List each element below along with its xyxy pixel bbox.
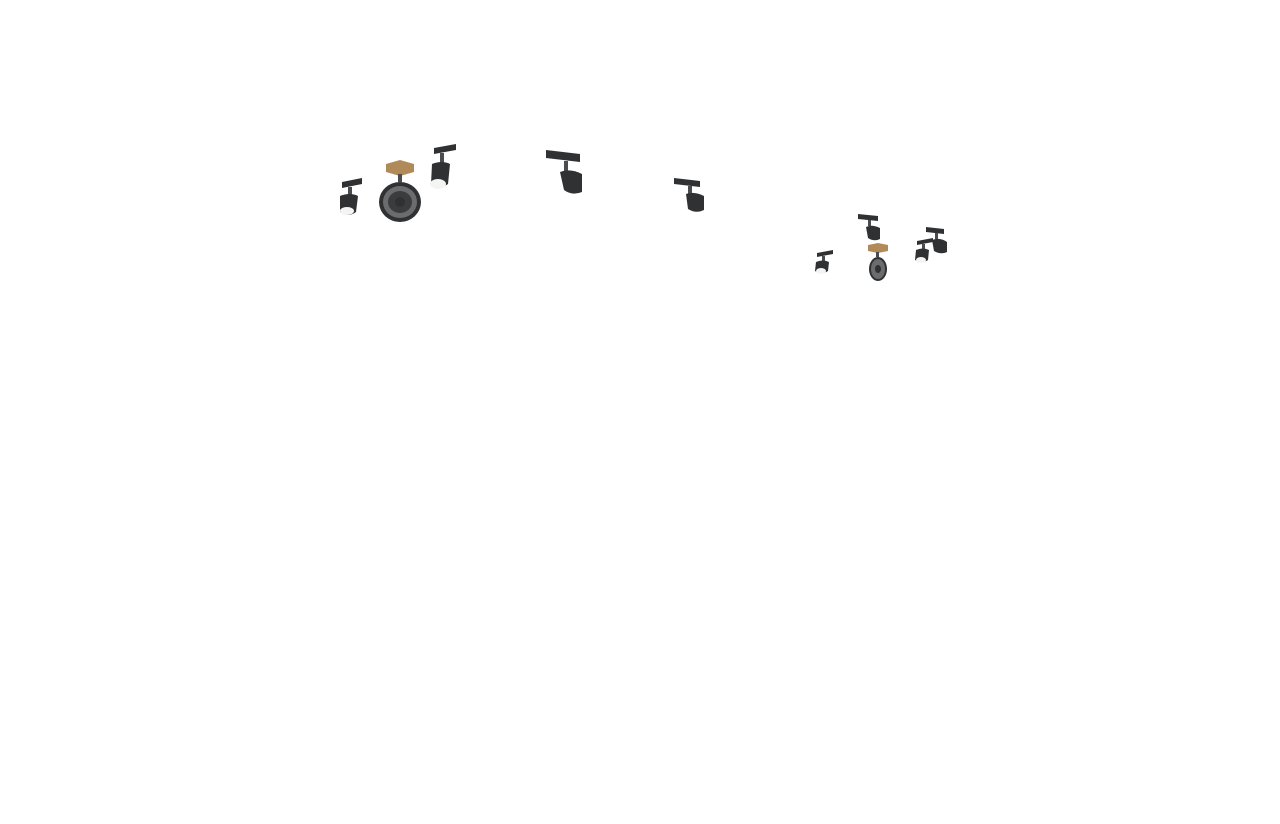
- ceiling-fan-icon: [378, 160, 424, 224]
- track-spotlight-icon: [336, 178, 364, 220]
- track-spotlight-icon: [546, 148, 586, 196]
- track-spotlight-icon: [926, 225, 950, 257]
- track-spotlight-icon: [858, 212, 882, 244]
- track-spotlight-icon: [813, 250, 835, 276]
- track-spotlight-icon: [913, 238, 935, 266]
- ceiling-fan-icon: [866, 243, 890, 283]
- track-spotlight-icon: [674, 176, 708, 216]
- track-spotlight-icon: [428, 144, 458, 194]
